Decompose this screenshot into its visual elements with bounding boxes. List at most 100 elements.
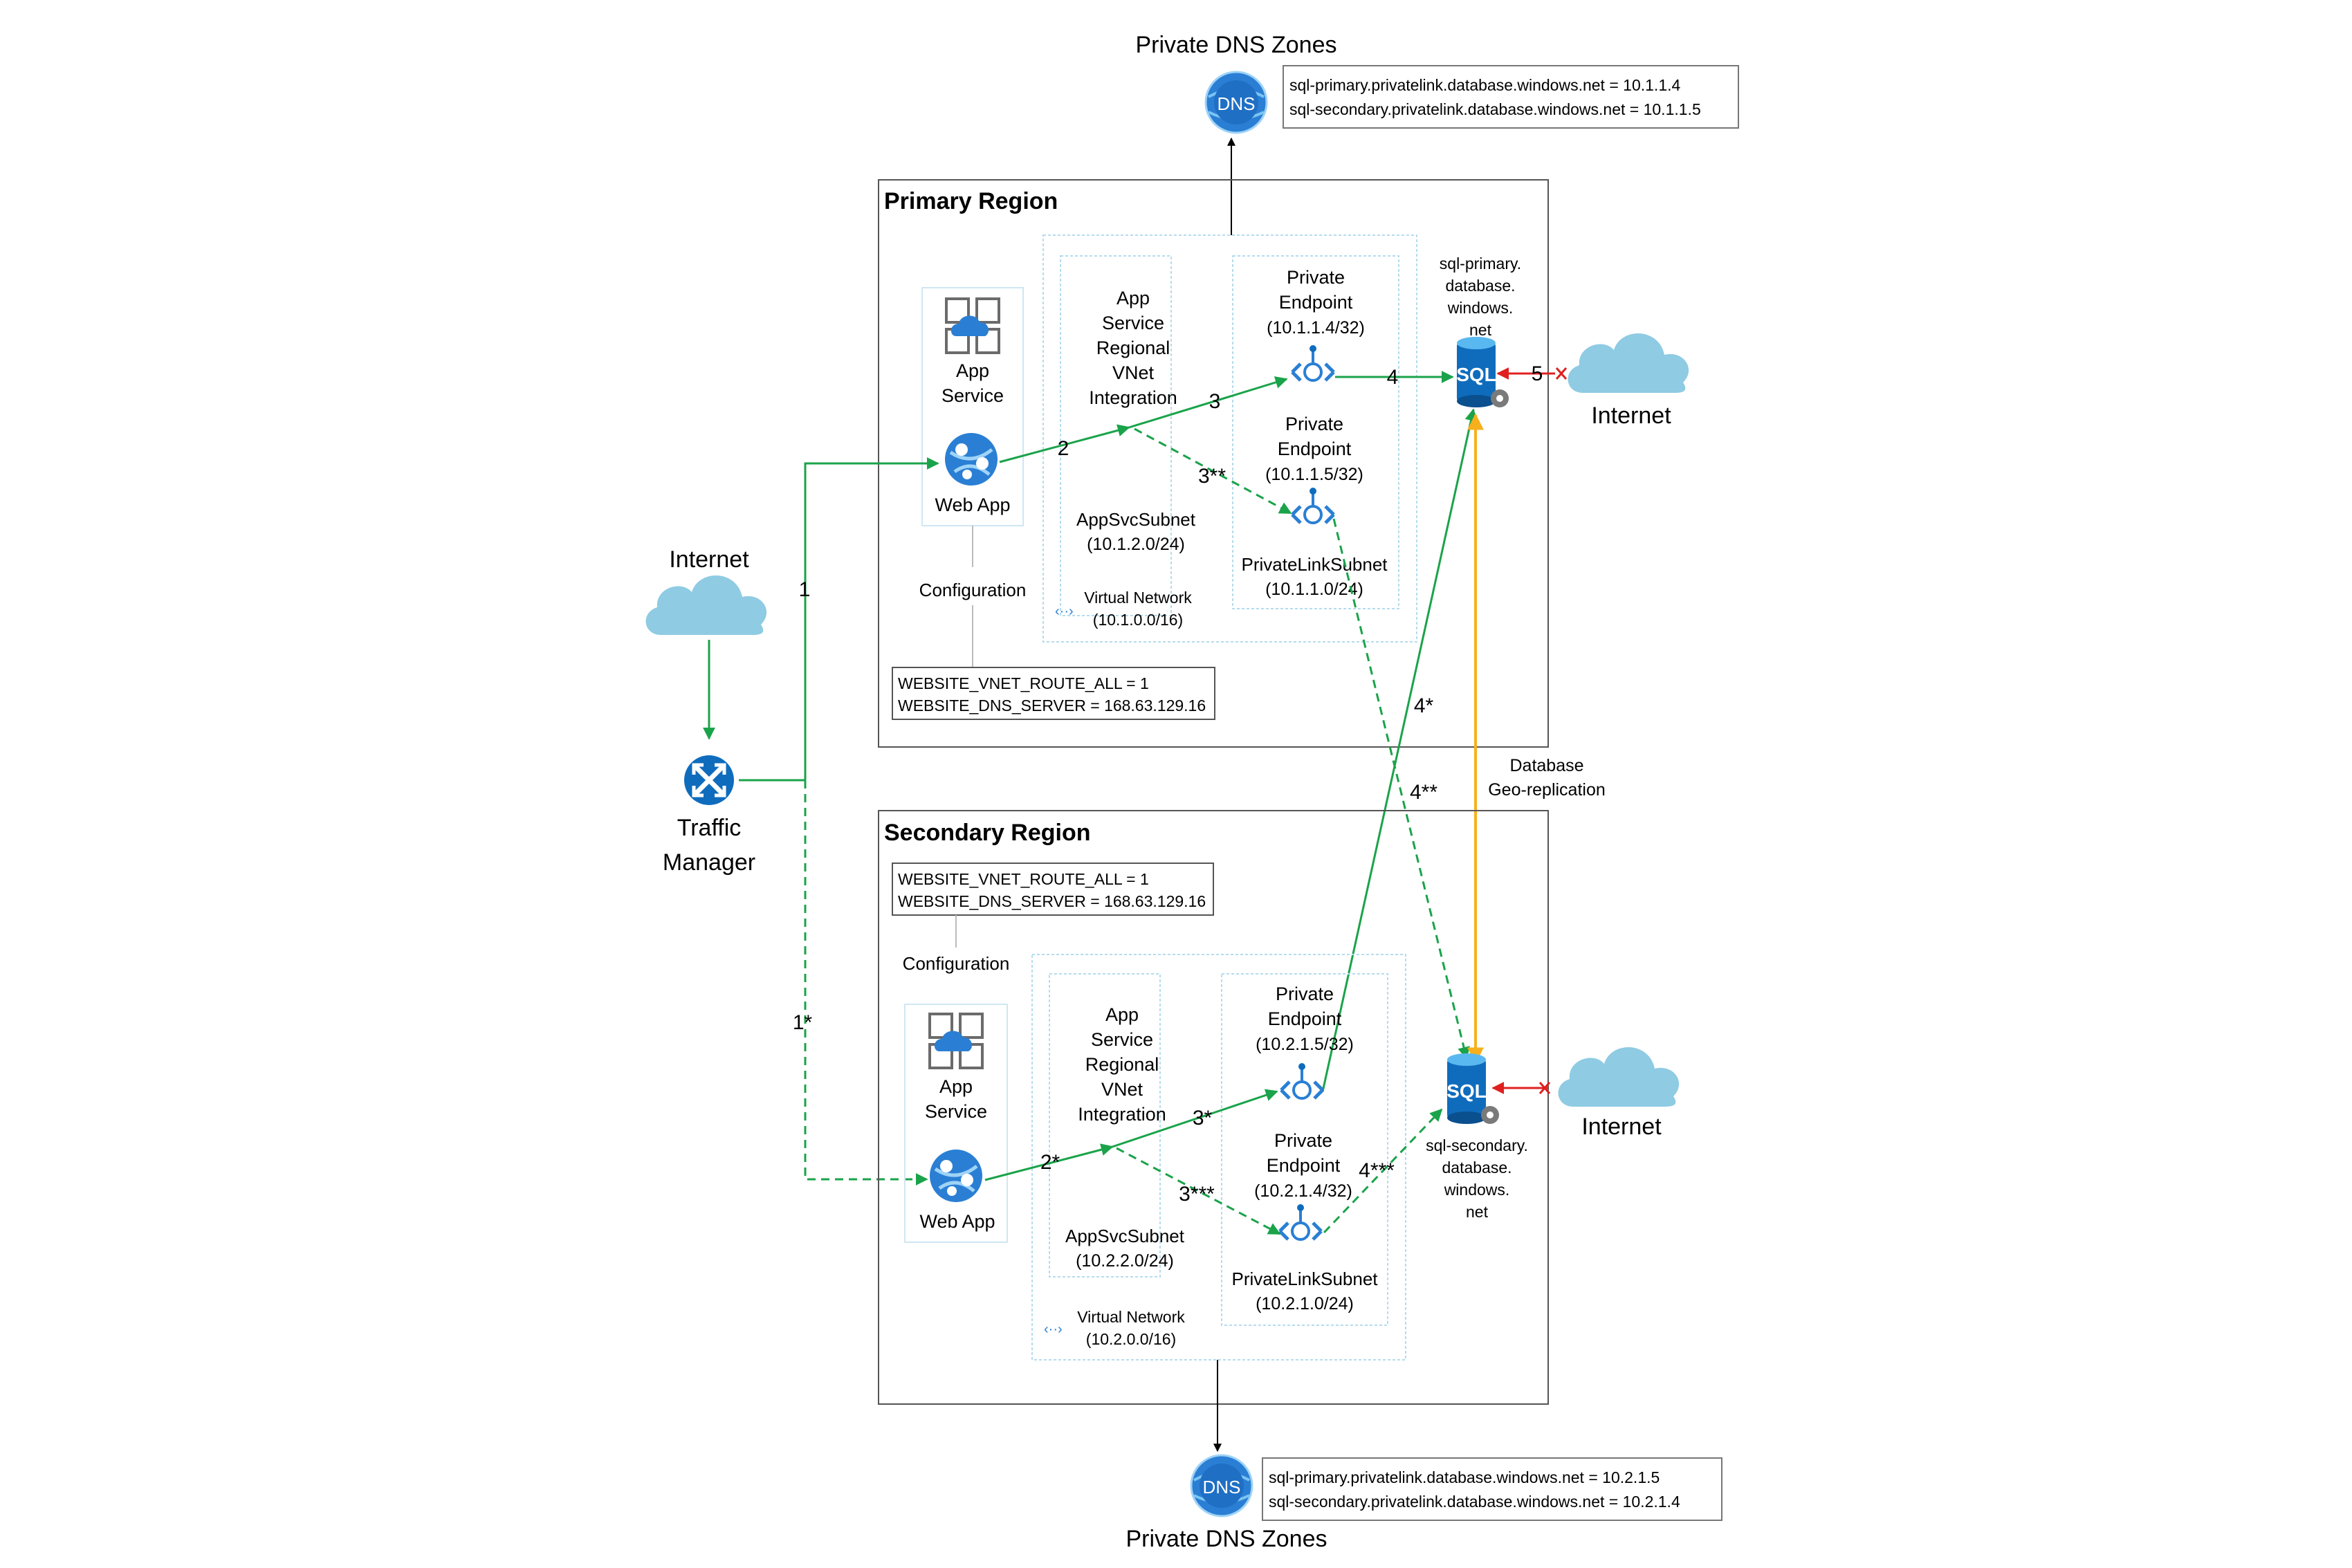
vnet-icon: ‹··› bbox=[1055, 604, 1074, 619]
web-app-icon bbox=[945, 433, 998, 486]
primary-sql-name-2: database. bbox=[1445, 277, 1515, 295]
flow-label-1: 1 bbox=[799, 578, 811, 601]
secondary-vnet-integration-1: App bbox=[1105, 1004, 1139, 1025]
flow-3-star-path bbox=[1112, 1089, 1278, 1148]
secondary-region-title: Secondary Region bbox=[884, 820, 1091, 846]
geo-replication-label-1: Database bbox=[1509, 756, 1583, 775]
primary-pl-subnet-box bbox=[1232, 255, 1399, 609]
secondary-dns-record-2: sql-secondary.privatelink.database.windo… bbox=[1269, 1493, 1680, 1511]
secondary-vnet-cidr: (10.2.0.0/16) bbox=[1086, 1330, 1176, 1348]
flow-label-3: 3 bbox=[1209, 390, 1221, 413]
primary-vnet-integration-4: VNet bbox=[1112, 362, 1155, 383]
primary-pe2-label-2: Endpoint bbox=[1278, 439, 1352, 459]
flow-4-star-path bbox=[1321, 408, 1478, 1092]
secondary-pl-subnet-cidr: (10.2.1.0/24) bbox=[1256, 1294, 1354, 1313]
primary-dns-title: Private DNS Zones bbox=[1136, 32, 1337, 58]
secondary-web-app-label: Web App bbox=[919, 1211, 995, 1232]
secondary-sql-name-2: database. bbox=[1442, 1159, 1512, 1177]
primary-internet-label: Internet bbox=[1591, 403, 1671, 429]
primary-sql-name-3: windows. bbox=[1447, 299, 1514, 317]
primary-vnet-integration-5: Integration bbox=[1089, 387, 1177, 408]
primary-app-subnet-cidr: (10.1.2.0/24) bbox=[1087, 535, 1185, 554]
secondary-config-box bbox=[892, 863, 1214, 916]
primary-configuration-label: Configuration bbox=[919, 580, 1027, 600]
sql-icon-label: SQL bbox=[1456, 364, 1496, 385]
blocked-x-icon bbox=[1555, 367, 1568, 380]
primary-pe1-label-2: Endpoint bbox=[1279, 292, 1353, 313]
flow-1-path bbox=[739, 457, 939, 782]
flow-label-2s: 2* bbox=[1040, 1151, 1060, 1174]
secondary-vnet-integration-5: Integration bbox=[1078, 1104, 1166, 1125]
primary-dns-records-box bbox=[1283, 65, 1739, 129]
vnet-icon: ‹··› bbox=[1044, 1322, 1063, 1337]
secondary-app-subnet-box bbox=[1049, 973, 1161, 1278]
secondary-pe1-label-1: Private bbox=[1276, 984, 1334, 1004]
primary-config-line-1: WEBSITE_VNET_ROUTE_ALL = 1 bbox=[898, 674, 1149, 692]
cloud-icon bbox=[1558, 1047, 1680, 1107]
secondary-config-line-2: WEBSITE_DNS_SERVER = 168.63.129.16 bbox=[898, 892, 1206, 910]
flow-3-triple-star-path bbox=[1116, 1147, 1281, 1235]
secondary-pe1-label-2: Endpoint bbox=[1268, 1008, 1342, 1029]
primary-app-subnet-name: AppSvcSubnet bbox=[1076, 509, 1196, 530]
secondary-dns-record-1: sql-primary.privatelink.database.windows… bbox=[1269, 1468, 1660, 1486]
secondary-app-service-label-1: App bbox=[939, 1076, 973, 1097]
dns-icon-label: DNS bbox=[1218, 93, 1256, 114]
secondary-vnet-integration-3: Regional bbox=[1085, 1054, 1159, 1075]
primary-dns-record-2: sql-secondary.privatelink.database.windo… bbox=[1289, 100, 1701, 118]
primary-vnet-name: Virtual Network bbox=[1084, 589, 1192, 607]
primary-app-service-label-1: App bbox=[956, 360, 989, 381]
blocked-x-icon bbox=[1538, 1082, 1551, 1094]
primary-vnet-integration-1: App bbox=[1117, 288, 1150, 308]
flow-label-4s: 4* bbox=[1414, 694, 1434, 717]
app-service-icon bbox=[928, 1013, 984, 1069]
traffic-manager-label-1: Traffic bbox=[677, 815, 742, 841]
flow-label-3sss: 3*** bbox=[1179, 1183, 1215, 1206]
secondary-app-service-label-2: Service bbox=[925, 1101, 987, 1122]
primary-config-line-2: WEBSITE_DNS_SERVER = 168.63.129.16 bbox=[898, 697, 1206, 714]
secondary-pl-subnet-name: PrivateLinkSubnet bbox=[1231, 1269, 1378, 1289]
flow-4-triple-star-path bbox=[1323, 1108, 1443, 1234]
secondary-pe2-label-2: Endpoint bbox=[1267, 1155, 1341, 1176]
flow-label-4sss: 4*** bbox=[1359, 1159, 1395, 1182]
traffic-manager-icon bbox=[684, 755, 734, 805]
left-internet-label: Internet bbox=[669, 546, 749, 573]
secondary-vnet-integration-4: VNet bbox=[1101, 1079, 1143, 1100]
primary-dns-zone: Private DNS Zones DNS sql-primary.privat… bbox=[1136, 32, 1739, 134]
secondary-internet-label: Internet bbox=[1581, 1114, 1662, 1140]
secondary-vnet-name: Virtual Network bbox=[1077, 1308, 1185, 1326]
flow-2-path bbox=[999, 424, 1130, 463]
private-endpoint-icon bbox=[1292, 345, 1334, 380]
app-service-icon bbox=[945, 297, 1000, 354]
secondary-app-service-box bbox=[904, 1004, 1008, 1243]
secondary-region-box bbox=[878, 810, 1549, 1405]
secondary-vnet-integration-2: Service bbox=[1091, 1029, 1153, 1050]
secondary-sql-name-1: sql-secondary. bbox=[1426, 1136, 1528, 1154]
secondary-sql-name-4: net bbox=[1466, 1203, 1489, 1221]
flow-label-2: 2 bbox=[1058, 437, 1069, 460]
flow-4-double-star-path bbox=[1332, 518, 1470, 1060]
primary-vnet-integration-3: Regional bbox=[1096, 338, 1170, 358]
cloud-icon bbox=[1568, 333, 1689, 393]
primary-pe1-label-3: (10.1.1.4/32) bbox=[1267, 318, 1365, 338]
private-endpoint-icon bbox=[1281, 1063, 1323, 1098]
secondary-dns-title: Private DNS Zones bbox=[1126, 1526, 1327, 1552]
sql-database-icon: SQL bbox=[1456, 337, 1509, 407]
flow-label-3s: 3* bbox=[1193, 1107, 1213, 1129]
primary-region-title: Primary Region bbox=[884, 188, 1058, 214]
primary-dns-record-1: sql-primary.privatelink.database.windows… bbox=[1289, 76, 1680, 94]
flow-3-path bbox=[1128, 376, 1288, 429]
secondary-sql-name-3: windows. bbox=[1444, 1181, 1510, 1199]
dns-icon-label: DNS bbox=[1203, 1477, 1241, 1497]
flow-label-4ss: 4** bbox=[1410, 781, 1437, 804]
private-endpoint-icon bbox=[1280, 1204, 1321, 1239]
secondary-pe1-label-3: (10.2.1.5/32) bbox=[1256, 1035, 1354, 1054]
cloud-icon bbox=[645, 575, 767, 635]
geo-replication-label-2: Geo-replication bbox=[1488, 780, 1606, 800]
flow-label-5: 5 bbox=[1532, 362, 1543, 385]
secondary-configuration-label: Configuration bbox=[903, 953, 1010, 974]
sql-database-icon: SQL bbox=[1446, 1053, 1499, 1124]
flow-label-3ss: 3** bbox=[1198, 465, 1226, 488]
primary-sql-name-1: sql-primary. bbox=[1440, 255, 1521, 273]
flow-2-star-path bbox=[984, 1143, 1114, 1181]
secondary-app-subnet-name: AppSvcSubnet bbox=[1065, 1226, 1185, 1246]
